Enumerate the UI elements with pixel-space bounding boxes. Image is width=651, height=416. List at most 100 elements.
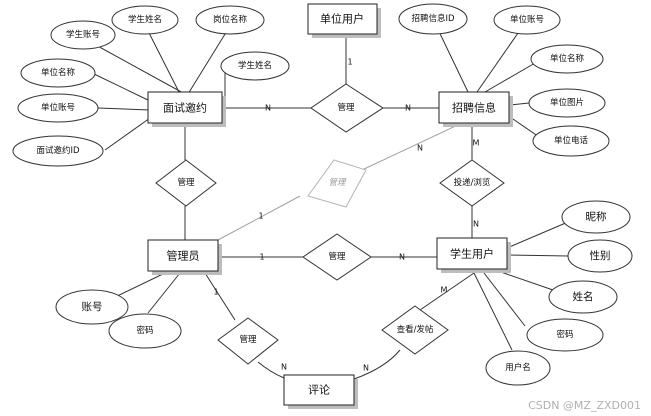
attr-job-company-name: 单位名称 — [530, 44, 604, 74]
relationship-diamond — [302, 233, 372, 281]
attr-interview-student-name: 学生姓名 — [111, 5, 179, 35]
entity-box — [147, 91, 223, 124]
cardinality-label: N — [417, 144, 423, 153]
entity-box — [436, 237, 508, 270]
entity-student: 学生用户 — [436, 237, 511, 273]
rel-manage-admin-comment: 管理 — [217, 317, 279, 365]
entity-box — [438, 91, 510, 124]
attr-job-company-image: 单位图片 — [528, 88, 606, 118]
connector-rel5-comment — [353, 349, 401, 380]
attr-job-company-phone: 单位电话 — [532, 125, 610, 157]
svg-text:单位图片: 单位图片 — [550, 97, 584, 108]
attr-interview-company-account: 单位账号 — [17, 93, 99, 123]
relationship-label: 投递/浏览 — [454, 177, 491, 188]
relationship-label: 查看/发帖 — [397, 324, 434, 335]
entity-interview: 面试邀约 — [147, 91, 226, 127]
connector-faded-job — [361, 122, 463, 171]
attr-admin-password: 密码 — [108, 313, 182, 349]
relationship-label: 管理 — [337, 102, 355, 113]
connector-student-attr-4 — [483, 272, 526, 327]
attr-student-username: 用户名 — [485, 350, 551, 386]
svg-text:学生账号: 学生账号 — [66, 29, 100, 40]
svg-text:单位账号: 单位账号 — [510, 14, 544, 25]
cardinality-label: 1 — [259, 253, 264, 262]
svg-text:招聘信息ID: 招聘信息ID — [411, 13, 455, 24]
relationship-label: 管理 — [177, 177, 195, 188]
cardinality-label: N — [405, 104, 411, 113]
attr-interview-student-name-2: 学生姓名 — [220, 51, 290, 81]
connector-student-rel5 — [419, 272, 475, 311]
svg-text:性别: 性别 — [590, 249, 611, 262]
entity-box — [283, 374, 355, 406]
cardinality-label: N — [363, 364, 369, 373]
cardinalities: 1 N N 1 N 1 N M N 1 N M N — [213, 58, 479, 373]
entity-box — [147, 239, 219, 272]
svg-text:单位名称: 单位名称 — [41, 67, 76, 78]
connector-student-attr-3 — [494, 269, 554, 291]
cardinality-label: M — [441, 286, 448, 295]
svg-text:密码: 密码 — [136, 325, 153, 336]
connector-interview-attr-3 — [187, 25, 231, 95]
svg-text:姓名: 姓名 — [573, 290, 594, 303]
entity-admin: 管理员 — [147, 239, 222, 275]
connector-admin-attr-1 — [110, 272, 166, 300]
connector-interview-attr-7 — [104, 117, 151, 151]
relationship-diamond — [217, 317, 279, 365]
attr-admin-account: 账号 — [55, 289, 129, 325]
connector-job-attr-2 — [476, 22, 526, 93]
attr-interview-company-name: 单位名称 — [20, 58, 96, 88]
cardinality-label: 1 — [258, 212, 263, 221]
connector-admin-rel4 — [204, 272, 236, 321]
svg-text:密码: 密码 — [556, 329, 573, 340]
relationship-diamond — [439, 159, 505, 207]
connector-admin-faded — [217, 195, 301, 241]
svg-text:账号: 账号 — [82, 301, 103, 313]
attr-student-name: 姓名 — [548, 280, 618, 314]
relationship-label: 管理 — [239, 334, 257, 345]
svg-text:昵称: 昵称 — [586, 210, 607, 223]
cardinality-label: 1 — [213, 288, 218, 297]
relationship-diamond — [310, 83, 384, 133]
rel-manage-admin-interview: 管理 — [155, 159, 217, 207]
entity-label: 单位用户 — [320, 12, 364, 26]
relationship-diamond — [155, 159, 217, 207]
connector-interview-attr-6 — [97, 107, 151, 111]
connector-job-attr-4 — [509, 102, 530, 106]
connector-interview-attr-2 — [144, 24, 181, 95]
rel-view-post: 查看/发帖 — [381, 305, 449, 355]
cardinality-label: 1 — [347, 58, 352, 67]
svg-text:面试邀约ID: 面试邀约ID — [36, 145, 80, 156]
rel-apply-view: 投递/浏览 — [439, 159, 505, 207]
connector-job-attr-3 — [484, 58, 543, 93]
cardinality-label: N — [473, 220, 479, 229]
entity-company-user: 单位用户 — [307, 3, 381, 38]
rel-manage-company-job: 管理 — [310, 83, 384, 133]
watermark: CSDN @MZ_ZXD001 — [528, 399, 641, 412]
svg-text:用户名: 用户名 — [505, 362, 531, 373]
attr-student-password: 密码 — [526, 318, 604, 352]
cardinality-label: N — [265, 104, 271, 113]
svg-text:学生姓名: 学生姓名 — [128, 14, 162, 25]
relationship-label: 管理 — [328, 251, 346, 262]
connector-student-attr-2 — [506, 254, 569, 257]
relationship-diamond — [381, 305, 449, 355]
attr-job-id: 招聘信息ID — [398, 3, 468, 35]
cardinality-label: N — [281, 363, 287, 372]
attr-job-company-account: 单位账号 — [493, 5, 561, 35]
entity-label: 招聘信息 — [452, 101, 496, 115]
entity-label: 评论 — [308, 383, 330, 397]
entity-box — [307, 3, 378, 35]
svg-text:单位账号: 单位账号 — [41, 102, 75, 113]
connector-rel4-comment — [257, 361, 285, 379]
entity-job: 招聘信息 — [438, 91, 513, 127]
attr-interview-student-account: 学生账号 — [50, 20, 116, 50]
relationship-label: 管理 — [328, 177, 347, 188]
cardinality-label: N — [399, 253, 405, 262]
svg-text:岗位名称: 岗位名称 — [213, 14, 248, 25]
rel-manage-admin-student: 管理 — [302, 233, 372, 281]
relationship-diamond — [307, 159, 367, 208]
svg-text:单位电话: 单位电话 — [554, 135, 589, 146]
attr-interview-id: 面试邀约ID — [12, 135, 104, 167]
connector-interview-attr-5 — [91, 72, 151, 102]
attr-student-nickname: 昵称 — [561, 200, 631, 234]
